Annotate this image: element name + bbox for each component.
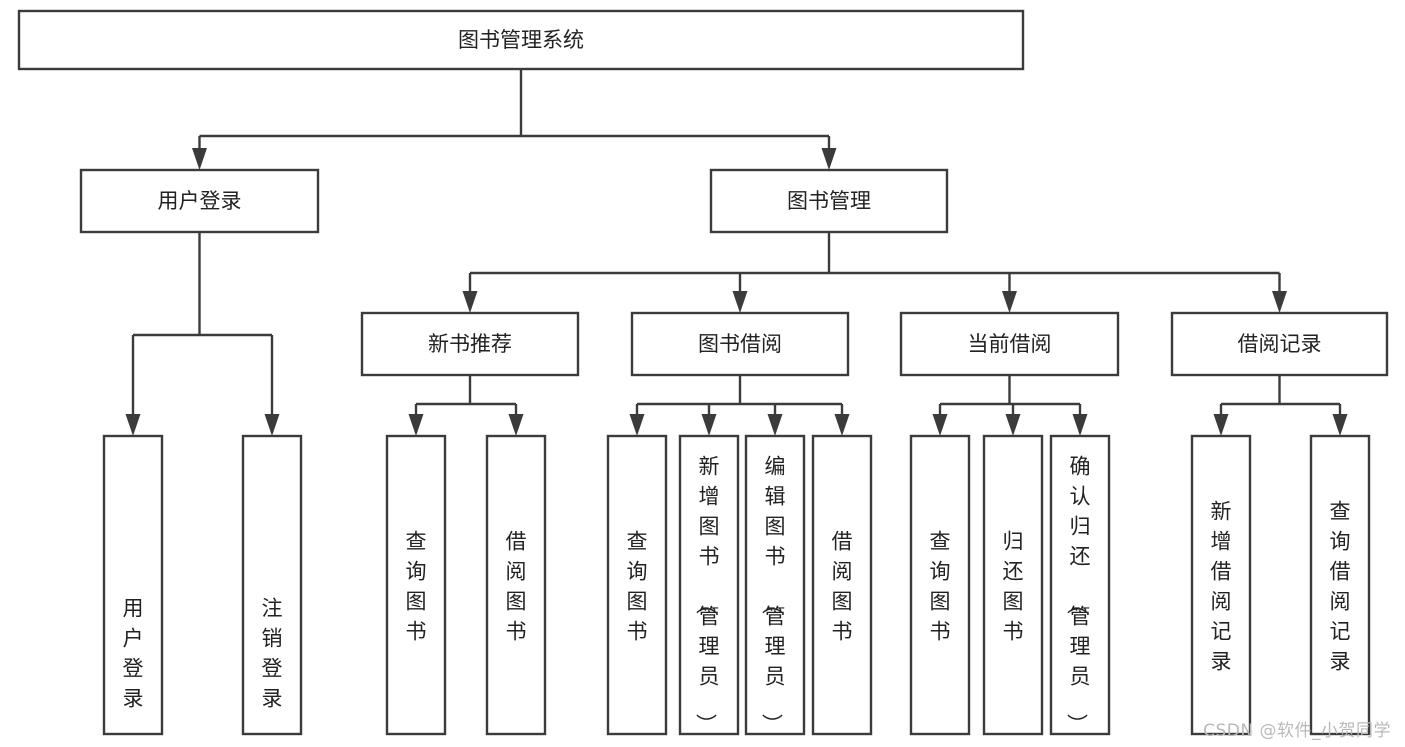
node-box[interactable] xyxy=(485,434,547,736)
node-label: 查询图书 xyxy=(406,529,427,643)
node-book-manage[interactable]: 图书管理 xyxy=(709,168,949,234)
node-leaf-query-record[interactable]: 查询借阅记录 xyxy=(1309,434,1371,736)
node-box[interactable] xyxy=(79,168,320,234)
node-box[interactable] xyxy=(1170,311,1389,377)
node-leaf-confirm-return[interactable]: 确认归还（管理员） xyxy=(1049,434,1111,736)
connector-arrowhead xyxy=(767,414,783,436)
node-leaf-borrow-book-1[interactable]: 借阅图书 xyxy=(485,434,547,736)
node-label: 新增图书（管理员） xyxy=(694,454,720,734)
node-leaf-add-record[interactable]: 新增借阅记录 xyxy=(1190,434,1252,736)
node-label: 新增借阅记录 xyxy=(1211,499,1232,673)
connector-arrowhead xyxy=(462,291,478,313)
node-layer: 图书管理系统用户登录图书管理新书推荐图书借阅当前借阅借阅记录用户登录注销登录查询… xyxy=(17,9,1389,736)
node-box[interactable] xyxy=(982,434,1044,736)
node-box[interactable] xyxy=(1190,434,1252,736)
node-leaf-query-book-2[interactable]: 查询图书 xyxy=(606,434,668,736)
node-box[interactable] xyxy=(1309,434,1371,736)
node-box[interactable] xyxy=(630,311,850,377)
node-box[interactable] xyxy=(385,434,447,736)
node-root[interactable]: 图书管理系统 xyxy=(17,9,1025,71)
node-label: 新书推荐 xyxy=(428,332,512,356)
node-label: 图书管理 xyxy=(787,189,871,213)
connector-arrowhead xyxy=(732,291,748,313)
connector-arrowhead xyxy=(932,414,948,436)
node-leaf-return-book[interactable]: 归还图书 xyxy=(982,434,1044,736)
connector-new-book-recommend xyxy=(408,375,524,436)
connector-layer xyxy=(125,69,1348,436)
connector-arrowhead xyxy=(192,148,207,170)
node-label: 借阅图书 xyxy=(506,529,527,643)
connector-arrowhead xyxy=(408,414,424,436)
connector-arrowhead xyxy=(264,414,280,436)
node-label: 用户登录 xyxy=(123,596,144,710)
node-label: 归还图书 xyxy=(1003,529,1024,643)
connector-current-borrow xyxy=(932,375,1088,436)
connector-book-borrow xyxy=(629,375,850,436)
node-label: 借阅图书 xyxy=(832,529,853,643)
connector-arrowhead xyxy=(821,148,837,170)
node-box[interactable] xyxy=(899,311,1120,377)
node-box[interactable] xyxy=(1049,434,1111,736)
node-box[interactable] xyxy=(678,434,740,736)
node-label: 图书管理系统 xyxy=(458,28,584,52)
connector-arrowhead xyxy=(1072,414,1088,436)
node-box[interactable] xyxy=(811,434,873,736)
node-label: 查询借阅记录 xyxy=(1330,499,1351,673)
connector-arrowhead xyxy=(701,414,717,436)
connector-arrowhead xyxy=(508,414,524,436)
node-borrow-record[interactable]: 借阅记录 xyxy=(1170,311,1389,377)
connector-arrowhead xyxy=(1002,291,1017,313)
node-current-borrow[interactable]: 当前借阅 xyxy=(899,311,1120,377)
node-box[interactable] xyxy=(744,434,806,736)
node-label: 用户登录 xyxy=(158,189,242,213)
node-box[interactable] xyxy=(606,434,668,736)
connector-borrow-record xyxy=(1213,375,1348,436)
node-box[interactable] xyxy=(17,9,1025,71)
connector-arrowhead xyxy=(629,414,645,436)
node-book-borrow[interactable]: 图书借阅 xyxy=(630,311,850,377)
node-leaf-add-book[interactable]: 新增图书（管理员） xyxy=(678,434,740,736)
node-leaf-query-book-3[interactable]: 查询图书 xyxy=(909,434,971,736)
connector-user-login xyxy=(125,232,280,436)
connector-arrowhead xyxy=(1332,414,1348,436)
node-leaf-borrow-book-2[interactable]: 借阅图书 xyxy=(811,434,873,736)
node-label: 图书借阅 xyxy=(698,332,782,356)
node-label: 注销登录 xyxy=(262,596,283,710)
node-box[interactable] xyxy=(909,434,971,736)
connector-book-manage xyxy=(462,232,1287,313)
node-leaf-query-book-1[interactable]: 查询图书 xyxy=(385,434,447,736)
node-leaf-user-login[interactable]: 用户登录 xyxy=(102,434,164,736)
connector-arrowhead xyxy=(1272,291,1287,313)
node-box[interactable] xyxy=(709,168,949,234)
node-box[interactable] xyxy=(360,311,580,377)
node-user-login[interactable]: 用户登录 xyxy=(79,168,320,234)
node-leaf-logout[interactable]: 注销登录 xyxy=(241,434,303,736)
connector-arrowhead xyxy=(1005,414,1021,436)
node-label: 查询图书 xyxy=(627,529,648,643)
node-label: 确认归还（管理员） xyxy=(1065,454,1091,734)
node-label: 查询图书 xyxy=(930,529,951,643)
connector-arrowhead xyxy=(1213,414,1229,436)
node-box[interactable] xyxy=(241,434,303,736)
node-leaf-edit-book[interactable]: 编辑图书（管理员） xyxy=(744,434,806,736)
connector-arrowhead xyxy=(834,414,850,436)
connector-root xyxy=(192,69,837,170)
node-box[interactable] xyxy=(102,434,164,736)
node-label: 编辑图书（管理员） xyxy=(760,454,786,734)
node-label: 当前借阅 xyxy=(968,332,1052,356)
node-new-book-recommend[interactable]: 新书推荐 xyxy=(360,311,580,377)
connector-arrowhead xyxy=(125,414,141,436)
node-label: 借阅记录 xyxy=(1238,332,1322,356)
